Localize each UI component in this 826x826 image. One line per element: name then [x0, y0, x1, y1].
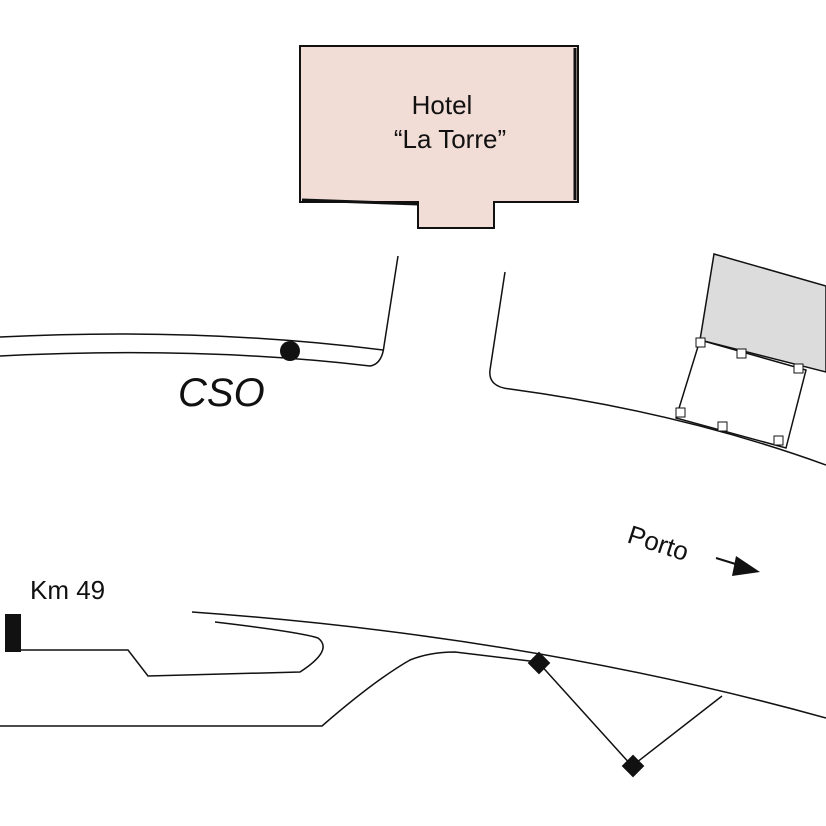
road-edge-left-access [0, 255, 399, 367]
km-label: Km 49 [30, 575, 105, 605]
side-building [675, 253, 826, 449]
road-edge-lower [191, 611, 826, 719]
arrow-right-icon [715, 556, 760, 576]
direction-indicator: Porto [624, 519, 760, 576]
road-edge-upper-left [0, 333, 384, 351]
road-edge-right-access [489, 271, 826, 466]
cso-marker: CSO [178, 341, 300, 415]
km-post-icon [5, 614, 21, 652]
hotel-building: Hotel “La Torre” [299, 45, 579, 229]
island-outline [16, 621, 324, 677]
direction-label: Porto [624, 519, 692, 567]
junction-connector [537, 661, 723, 768]
km-marker: Km 49 [5, 575, 105, 652]
hotel-name-line2: “La Torre” [394, 124, 506, 154]
hotel-name-line1: Hotel [412, 90, 473, 120]
dot-marker-icon [280, 341, 300, 361]
cso-label: CSO [178, 371, 265, 415]
road-outlines [0, 255, 826, 768]
road-edge-side-lane [0, 651, 539, 727]
